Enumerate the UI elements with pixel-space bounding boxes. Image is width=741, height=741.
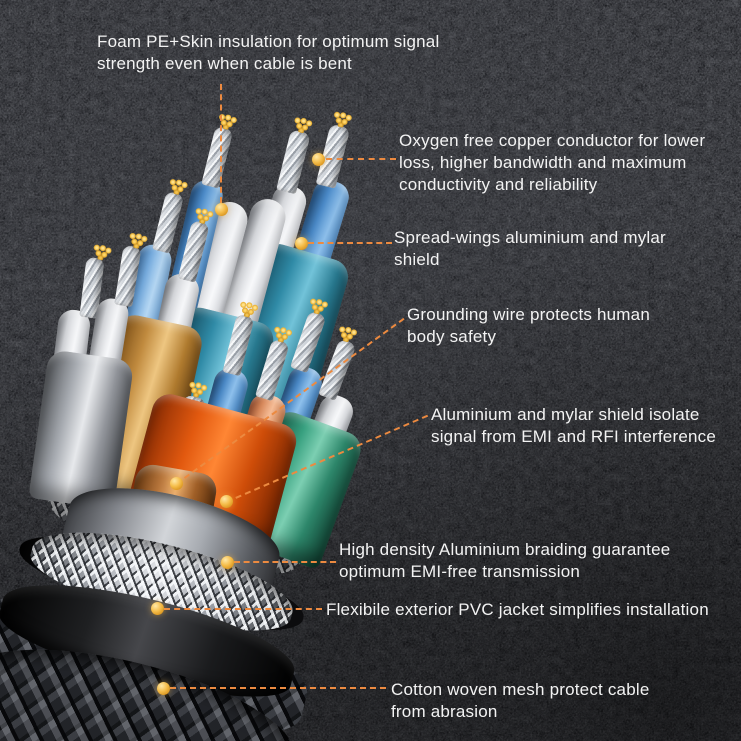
marker-dot-mylar-shield — [220, 495, 233, 508]
annotation-text-line: strength even when cable is bent — [97, 54, 352, 74]
annotation-text-line: loss, higher bandwidth and maximum — [399, 153, 687, 173]
annotation-text-line: Cotton woven mesh protect cable — [391, 680, 650, 699]
marker-dot-cotton-mesh — [157, 682, 170, 695]
annotation-text-line: Spread-wings aluminium and mylar — [394, 228, 666, 247]
annotation-text-line: Aluminium and mylar shield isolate — [431, 405, 700, 424]
annotation-pvc-jacket: Flexibile exterior PVC jacket simplifies… — [326, 599, 709, 621]
leader-line-pvc-jacket — [164, 608, 322, 610]
leader-line-spread-wings-shield — [308, 242, 392, 244]
annotation-mylar-shield: Aluminium and mylar shield isolate signa… — [431, 404, 716, 448]
leader-line-aluminium-braiding — [234, 561, 336, 563]
annotation-spread-wings-shield: Spread-wings aluminium and mylar shield — [394, 227, 666, 271]
annotation-text-line: Oxygen free copper conductor for lower — [399, 131, 706, 150]
marker-dot-foam-insulation — [215, 203, 228, 216]
annotation-text-line: signal from EMI and RFI interference — [431, 427, 716, 447]
marker-dot-copper-conductor — [312, 153, 325, 166]
leader-line-cotton-mesh — [170, 687, 386, 689]
annotation-text-line: shield — [394, 250, 440, 270]
annotation-text-line: conductivity and reliability — [399, 175, 598, 195]
annotation-cotton-mesh: Cotton woven mesh protect cable from abr… — [391, 679, 650, 723]
annotation-text-line: Foam PE+Skin insulation for optimum sign… — [97, 32, 440, 51]
annotation-text-line: optimum EMI-free transmission — [339, 562, 581, 582]
annotation-grounding-wire: Grounding wire protects human body safet… — [407, 304, 650, 348]
conductor-strands — [201, 125, 234, 189]
marker-dot-grounding-wire — [170, 477, 183, 490]
annotation-aluminium-braiding: High density Aluminium braiding guarante… — [339, 539, 670, 583]
annotation-foam-insulation: Foam PE+Skin insulation for optimum sign… — [97, 31, 439, 75]
leader-line-copper-conductor — [326, 158, 396, 160]
annotation-copper-conductor: Oxygen free copper conductor for lower l… — [399, 130, 705, 196]
marker-dot-spread-wings-shield — [295, 237, 308, 250]
annotation-text-line: from abrasion — [391, 702, 498, 722]
leader-line-foam-insulation — [220, 84, 222, 203]
annotation-text-line: High density Aluminium braiding guarante… — [339, 540, 671, 559]
annotation-text-line: body safety — [407, 327, 497, 347]
annotation-text-line: Grounding wire protects human — [407, 305, 650, 324]
marker-dot-aluminium-braiding — [221, 556, 234, 569]
conductor-strands — [276, 129, 311, 195]
marker-dot-pvc-jacket — [151, 602, 164, 615]
annotation-text-line: Flexibile exterior PVC jacket simplifies… — [326, 600, 709, 619]
